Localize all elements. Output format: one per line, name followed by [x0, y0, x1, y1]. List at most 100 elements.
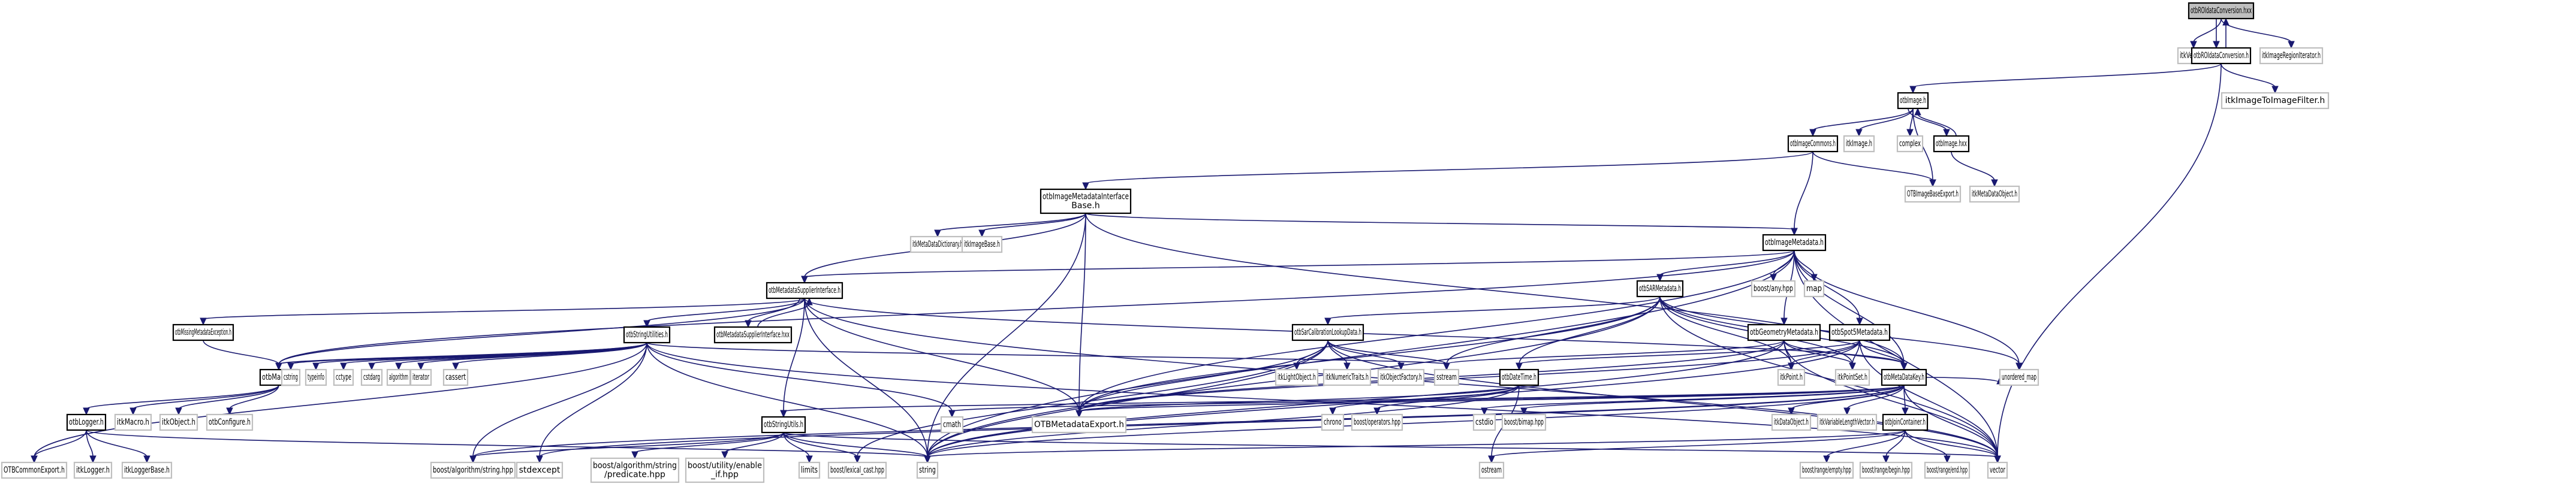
node-label: otbMetadataSupplierInterface.hxx: [716, 330, 790, 340]
arrowhead-icon: [801, 276, 808, 284]
node-box: [2221, 92, 2330, 110]
arrowhead-icon: [1329, 407, 1336, 416]
edge-line: [2193, 18, 2222, 43]
node-label: boost/algorithm/string.hpp: [433, 465, 513, 475]
node-otbimagecommons-h[interactable]: otbImageCommons.h: [1787, 135, 1839, 153]
node-otbgeometrymetadata-h[interactable]: otbGeometryMetadata.h: [1747, 323, 1821, 341]
node-chrono: chrono: [1321, 413, 1345, 431]
edge-line: [927, 213, 1086, 458]
node-otbstringutils-h[interactable]: otbStringUtils.h: [761, 416, 806, 434]
node-boost-any-hpp: boost/any.hpp: [1751, 280, 1796, 298]
arrowhead-icon: [200, 317, 207, 326]
node-box: [1751, 280, 1796, 298]
node-label: boost/lexical_cast.hpp: [830, 465, 884, 475]
edge-line: [34, 429, 87, 458]
node-boost-operators-hpp: boost/operators.hpp: [1351, 413, 1403, 431]
node-algorithm: algorithm: [386, 368, 411, 386]
node-complex: complex: [1896, 135, 1924, 153]
node-box: [1322, 368, 1372, 386]
node-otbroidataconversion-h[interactable]: otbROIdataConversion.h: [2191, 47, 2252, 65]
node-otbimage-hxx[interactable]: otbImage.hxx: [1933, 135, 1970, 153]
edge-otblogger-h-to-itklogger-h: [86, 429, 97, 464]
node-label: itkLogger.h: [76, 465, 110, 475]
edge-line: [1783, 340, 1853, 365]
node-otbmetadatakey-h[interactable]: otbMetaDataKey.h: [1881, 368, 1927, 386]
node-label: boost/range/begin.hpp: [1862, 465, 1910, 475]
node-label: itkDataObject.h: [1774, 418, 1809, 427]
arrowhead-icon: [643, 320, 650, 328]
edge-line: [2221, 63, 2276, 88]
node-box: [516, 461, 564, 479]
node-otbmetadatasupplierinterface-hxx[interactable]: otbMetadataSupplierInterface.hxx: [713, 326, 793, 344]
node-boost-lexical-cast-hpp: boost/lexical_cast.hpp: [827, 461, 887, 479]
node-otbroidataconversion-hxx[interactable]: otbROIdataConversion.hxx: [2188, 2, 2255, 20]
node-label: itkImageRegionIterator.h: [2262, 51, 2321, 61]
edge-otbimagecommons-h-to-otbimagemetadatainterfacebase-h: [1082, 151, 1813, 190]
edge-otbroidataconversion-h-to-itkimagetoimagefilter-h: [2221, 63, 2279, 94]
node-otbmetadatasupplierinterface-h[interactable]: otbMetadataSupplierInterface.h: [766, 282, 843, 300]
node-cstring: cstring: [281, 368, 301, 386]
edge-otbimagemetadata-h-to-otbspot5metadata-h: [1794, 250, 1863, 326]
node-otbdatetime-h[interactable]: otbDateTime.h: [1499, 368, 1539, 386]
node-box: [1843, 135, 1875, 153]
edge-otbmetadatakey-h-to-itkvariablelengthvector-h: [1843, 385, 1905, 416]
node-otbsarcalibrationlookupdata-h[interactable]: otbSarCalibrationLookupData.h: [1291, 323, 1364, 341]
edge-line: [1327, 340, 1447, 365]
node-otblogger-h[interactable]: otbLogger.h: [66, 413, 107, 431]
node-label: otbConfigure.h: [209, 418, 251, 427]
arrowhead-icon: [1809, 129, 1816, 137]
node-boost-range-begin-hpp: boost/range/begin.hpp: [1859, 461, 1913, 479]
node-otbspot5metadata-h[interactable]: otbSpot5Metadata.h: [1828, 323, 1891, 341]
edge-otbstringutilities-h-to-string: [646, 342, 931, 464]
node-label: limits: [801, 465, 818, 475]
node-boost-range-end-hpp: boost/range/end.hpp: [1924, 461, 1971, 479]
edge-otbmetadatakey-h-to-unordered-map: [1926, 376, 2003, 385]
node-otbjoincontainer-h[interactable]: otbJoinContainer.h: [1882, 413, 1929, 431]
node-itkmetadatadictionary-h: itkMetaDataDictionary.h: [909, 235, 966, 253]
arrowhead-icon: [143, 455, 150, 464]
node-box: [1924, 461, 1971, 479]
edge-line: [1078, 340, 1860, 412]
node-box: [409, 368, 432, 386]
arrowhead-icon: [175, 407, 182, 416]
node-label: cstdarg: [363, 373, 380, 382]
edge-line: [1078, 385, 1905, 412]
node-label: itkVariableLengthVector.h: [1819, 418, 1875, 427]
node-otbimagemetadata-h[interactable]: otbImageMetadata.h: [1762, 234, 1827, 252]
arrowhead-icon: [83, 407, 90, 416]
edge-otbjoincontainer-h-to-boost-range-empty-hpp: [1823, 429, 1906, 464]
edge-otbroidataconversion-hxx-to-otbroidataconversion-h: [2213, 19, 2220, 49]
node-box: [1472, 413, 1496, 431]
node-label: otbImageMetadata.h: [1765, 238, 1824, 247]
node-box: [1377, 368, 1425, 386]
node-label: map: [1806, 284, 1822, 294]
edge-line: [1812, 108, 1914, 131]
arrowhead-icon: [2213, 41, 2220, 49]
edge-line: [1794, 250, 1905, 365]
node-itkimagetoimagefilter-h: itkImageToImageFilter.h: [2221, 92, 2330, 110]
edge-line: [1912, 63, 2222, 88]
node-box: [1478, 461, 1505, 479]
node-otbmissingmetadataexception-h[interactable]: otbMissingMetadataException.h: [172, 323, 234, 341]
edge-line: [1659, 296, 1998, 458]
node-otbimage-h[interactable]: otbImage.h: [1897, 92, 1929, 110]
edge-otbroidataconversion-h-to-otbimage-h: [1909, 63, 2222, 94]
node-box: [1351, 413, 1403, 431]
edge-line: [1903, 385, 1998, 458]
edge-otbjoincontainer-h-to-vector: [1905, 429, 2001, 464]
arrowhead-icon: [1914, 107, 1921, 116]
arrowhead-icon: [452, 362, 459, 371]
node-itklightobject-h: itkLightObject.h: [1275, 368, 1319, 386]
arrowhead-icon: [1906, 129, 1914, 137]
edge-line: [1926, 377, 2000, 383]
node-otbstringutilities-h[interactable]: otbStringUtilities.h: [623, 326, 671, 344]
edge-line: [783, 432, 928, 458]
edge-otbroidataconversion-h-to-vector: [1994, 63, 2222, 464]
node-otbimagebaseexport-h: OTBImageBaseExport.h: [1904, 185, 1962, 203]
arrowhead-icon: [1991, 179, 1998, 187]
node-cmath: cmath: [940, 416, 964, 434]
node-otbsarmetadata-h[interactable]: otbSARMetadata.h: [1636, 280, 1684, 298]
arrowhead-icon: [1929, 179, 1936, 187]
arrowhead-icon: [1856, 317, 1863, 326]
